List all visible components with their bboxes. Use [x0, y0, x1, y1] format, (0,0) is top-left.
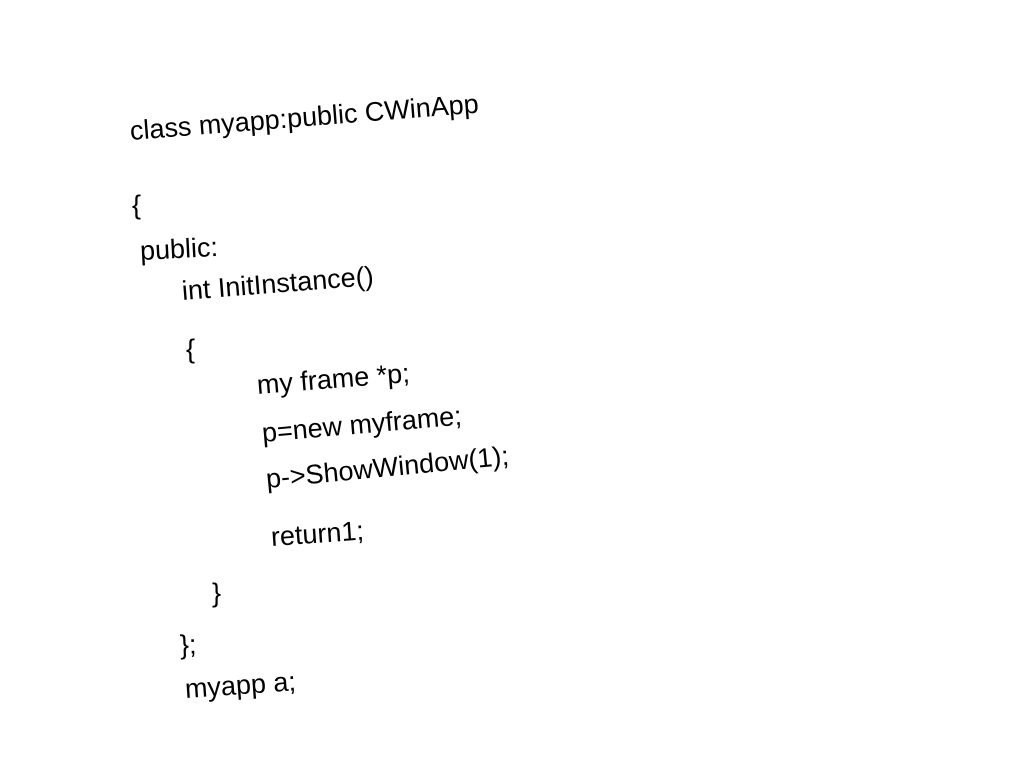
code-line-show-window: p->ShowWindow(1); [264, 440, 511, 494]
code-line-method-open-brace: { [186, 334, 196, 364]
code-line-new-frame: p=new myframe; [260, 400, 463, 448]
code-line-method-signature: int InitInstance() [180, 260, 375, 306]
code-line-class-declaration: class myapp:public CWinApp [128, 88, 480, 146]
code-line-public: public: [139, 231, 219, 266]
code-line-return: return1; [269, 515, 365, 552]
code-line-pointer-decl: my frame *p; [255, 358, 411, 400]
code-line-instance-decl: myapp a; [183, 666, 297, 704]
code-line-class-close-brace: }; [179, 629, 198, 660]
code-line-open-brace: { [132, 190, 142, 220]
code-line-method-close-brace: } [212, 578, 222, 608]
